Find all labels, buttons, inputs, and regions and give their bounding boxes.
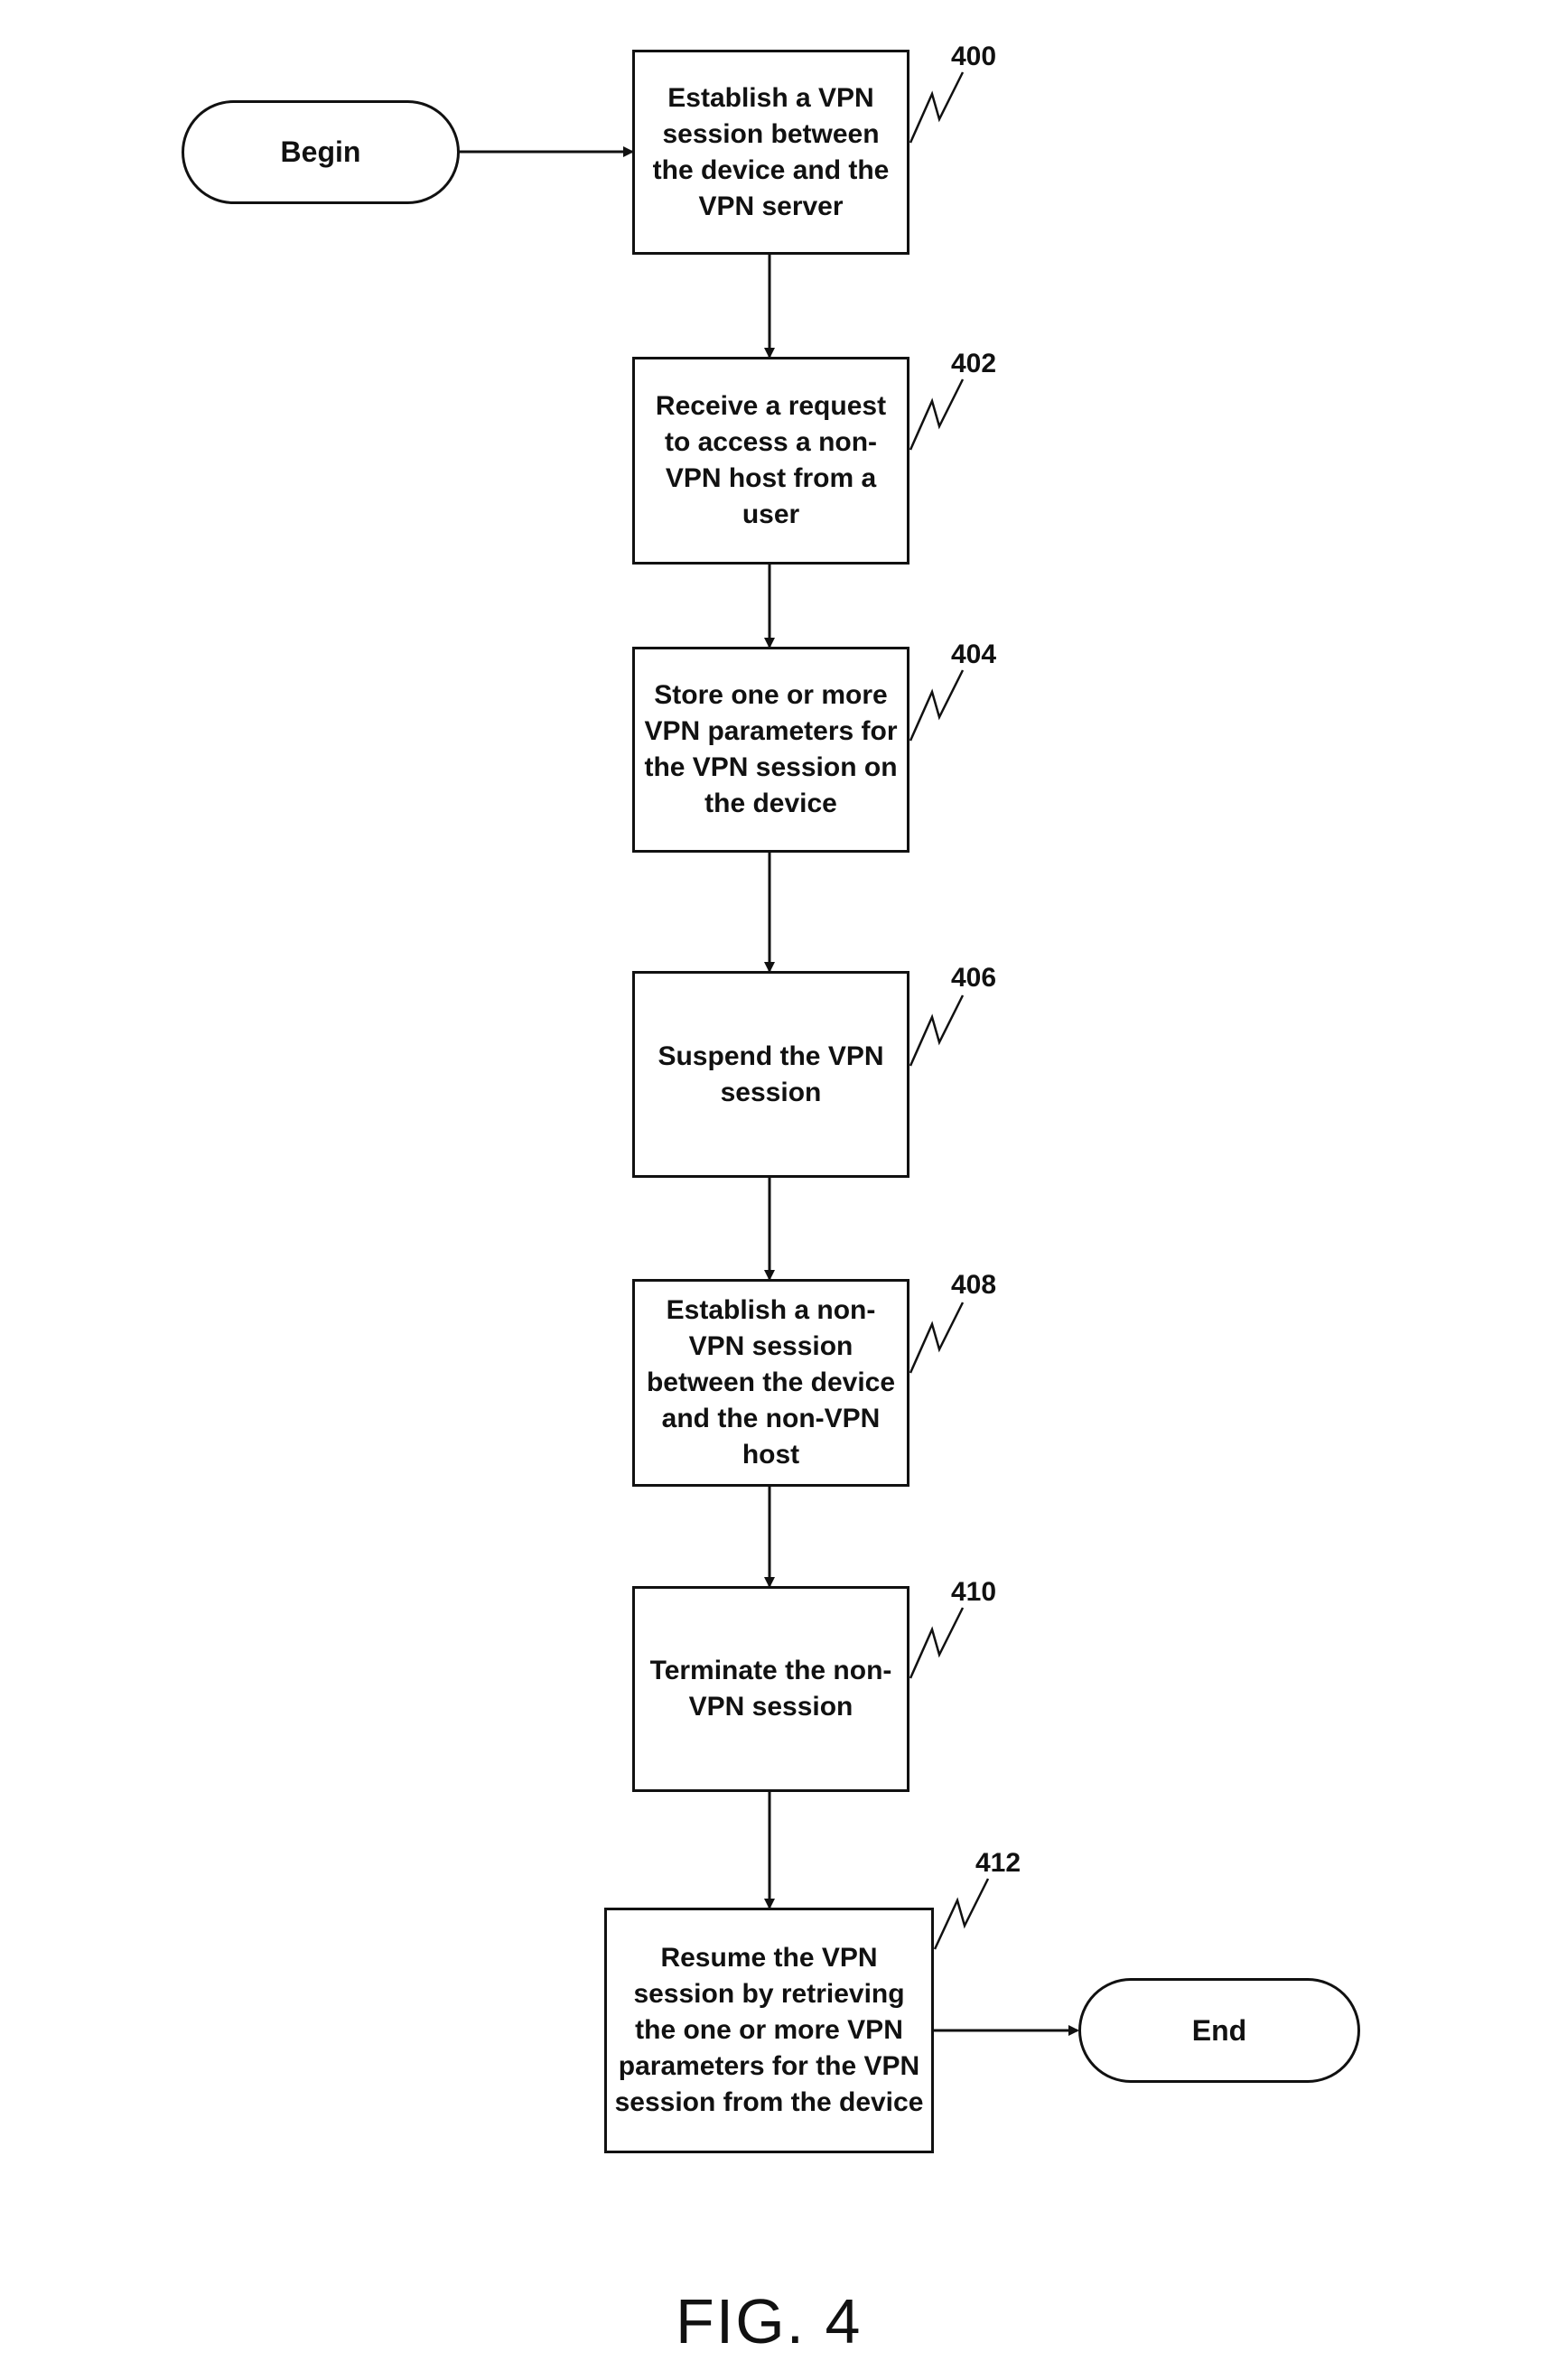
step-406-box: Suspend the VPN session bbox=[632, 971, 909, 1178]
step-404-box: Store one or more VPN parameters for the… bbox=[632, 647, 909, 853]
step-408-box: Establish a non-VPN session between the … bbox=[632, 1279, 909, 1487]
leader-400 bbox=[910, 72, 963, 143]
begin-terminal: Begin bbox=[182, 100, 460, 204]
step-402-box: Receive a request to access a non-VPN ho… bbox=[632, 357, 909, 565]
leader-406 bbox=[910, 995, 963, 1066]
step-410-ref: 410 bbox=[951, 1577, 996, 1608]
leader-402 bbox=[910, 379, 963, 450]
step-408-ref: 408 bbox=[951, 1270, 996, 1301]
leader-408 bbox=[910, 1302, 963, 1373]
step-402-ref: 402 bbox=[951, 349, 996, 379]
step-412-box: Resume the VPN session by retrieving the… bbox=[604, 1908, 934, 2153]
leader-404 bbox=[910, 670, 963, 741]
step-410-box: Terminate the non-VPN session bbox=[632, 1586, 909, 1792]
leader-410 bbox=[910, 1608, 963, 1678]
step-400-ref: 400 bbox=[951, 42, 996, 72]
leader-412 bbox=[935, 1879, 988, 1949]
step-400-box: Establish a VPN session between the devi… bbox=[632, 50, 909, 255]
step-412-ref: 412 bbox=[975, 1848, 1021, 1879]
figure-label: FIG. 4 bbox=[676, 2285, 862, 2357]
step-404-ref: 404 bbox=[951, 639, 996, 670]
end-terminal: End bbox=[1078, 1978, 1360, 2083]
step-406-ref: 406 bbox=[951, 963, 996, 994]
